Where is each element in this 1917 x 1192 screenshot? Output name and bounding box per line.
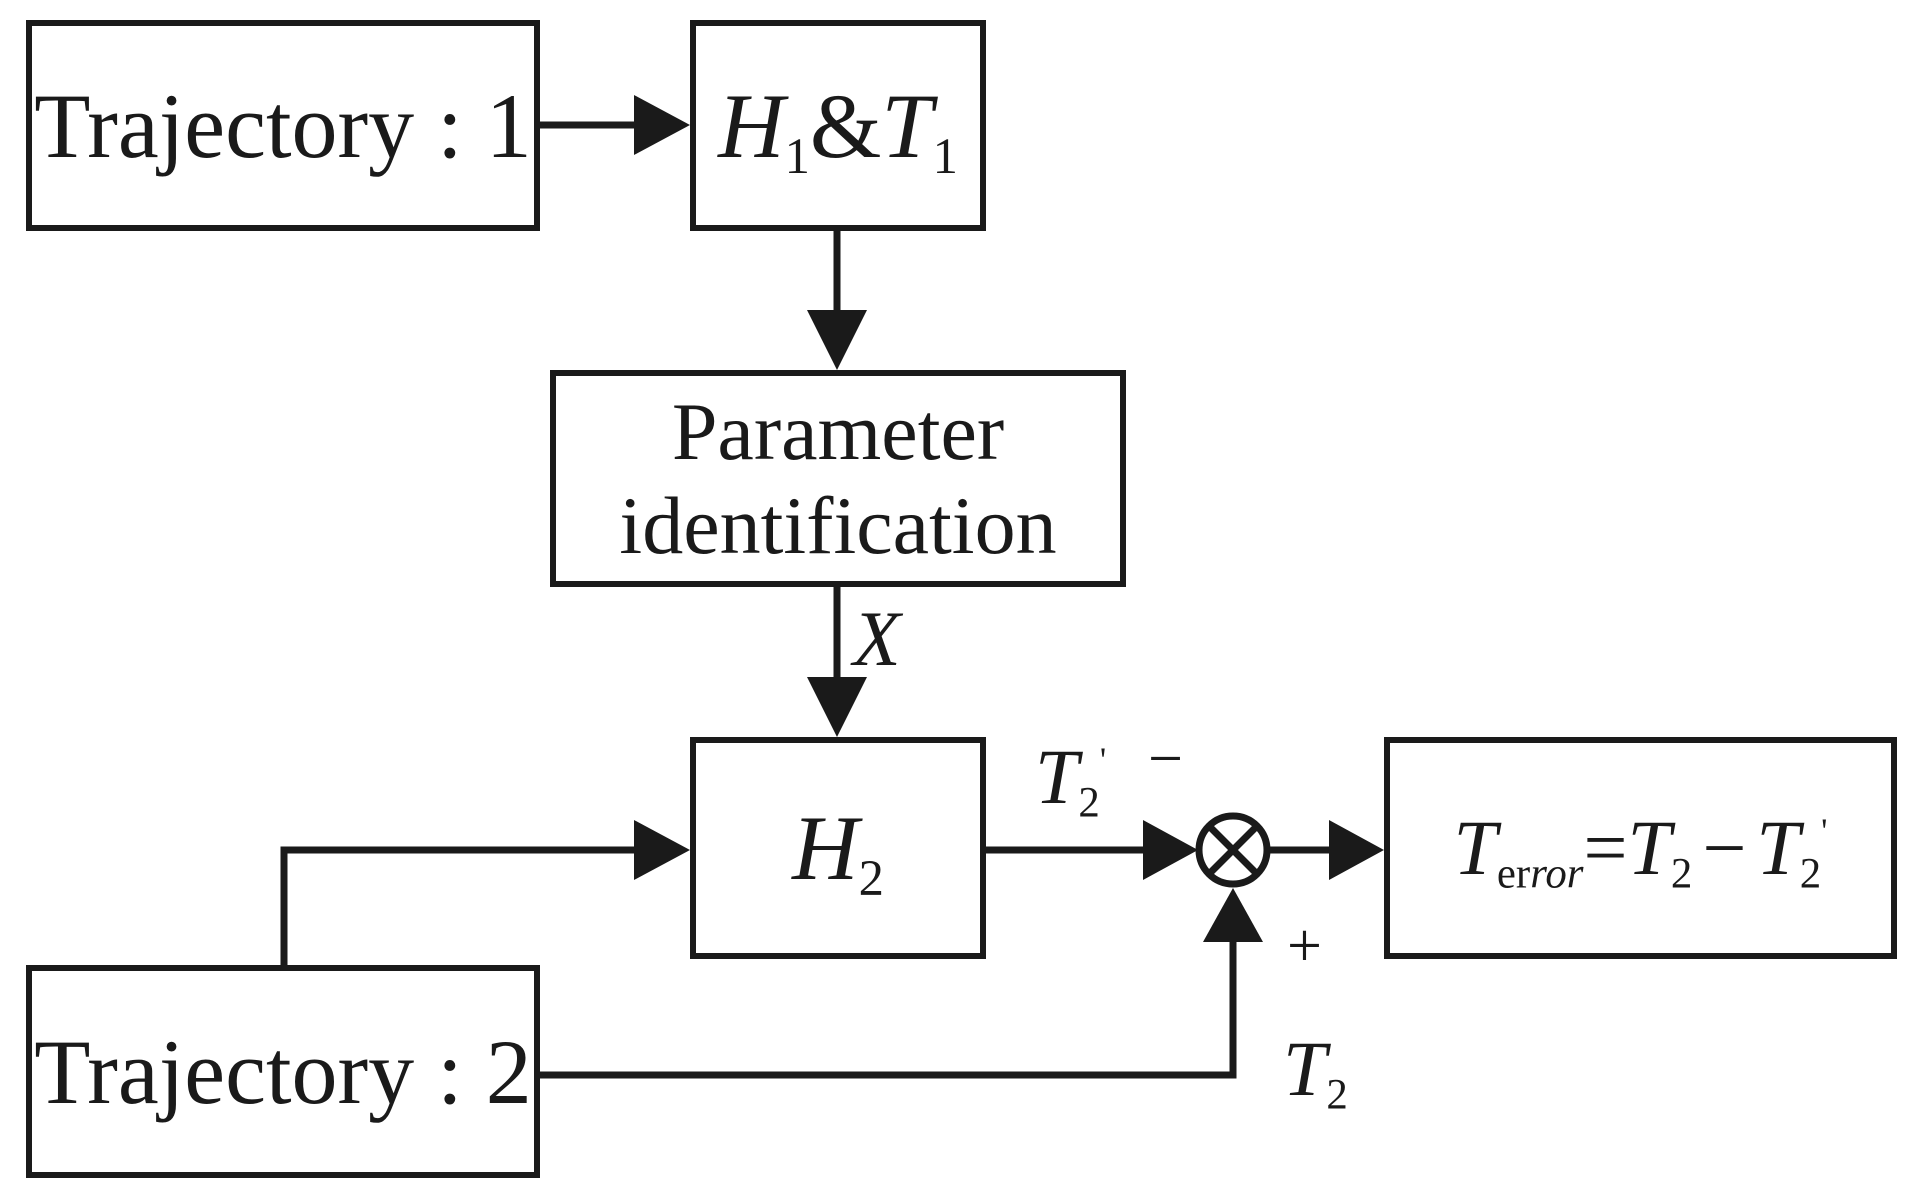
trajectory-2-box: Trajectory : 2 xyxy=(26,965,540,1178)
h2-box: H2 xyxy=(690,737,986,959)
trajectory-1-box: Trajectory : 1 xyxy=(26,20,540,231)
identification-line-2: identification xyxy=(619,479,1057,571)
circle-times-icon xyxy=(1195,812,1271,888)
arrow-traj2-to-h2 xyxy=(280,846,640,965)
t2-prime-label: T2' xyxy=(1035,733,1107,827)
t2-label: T2 xyxy=(1283,1025,1348,1119)
arrowhead-h2 xyxy=(807,677,867,737)
h1-t1-box: H1&T1 xyxy=(690,20,986,231)
minus-sign: − xyxy=(1148,725,1183,793)
arrowhead-param xyxy=(807,310,867,370)
plus-sign: + xyxy=(1287,912,1322,980)
arrowhead-h1t1 xyxy=(634,95,690,155)
terror-equation: Terror=T2−T2' xyxy=(1453,804,1828,898)
arrowhead-sum-bottom xyxy=(1203,888,1263,942)
parameter-line-1: Parameter xyxy=(671,386,1005,478)
h2-label: H2 xyxy=(792,797,884,907)
parameter-identification-box: Parameter identification xyxy=(550,370,1126,587)
trajectory-1-label: Trajectory : 1 xyxy=(34,74,532,177)
terror-box: Terror=T2−T2' xyxy=(1384,737,1897,959)
h1-t1-label: H1&T1 xyxy=(718,74,958,184)
arrowhead-sum-in xyxy=(1143,820,1198,880)
arrow-traj2-to-sum xyxy=(540,930,1237,1079)
arrowhead-h2-in xyxy=(634,820,690,880)
arrowhead-terror xyxy=(1329,820,1384,880)
parameter-identification-label: Parameter identification xyxy=(619,385,1056,572)
x-signal-label: X xyxy=(853,595,901,682)
trajectory-2-label: Trajectory : 2 xyxy=(34,1020,532,1123)
